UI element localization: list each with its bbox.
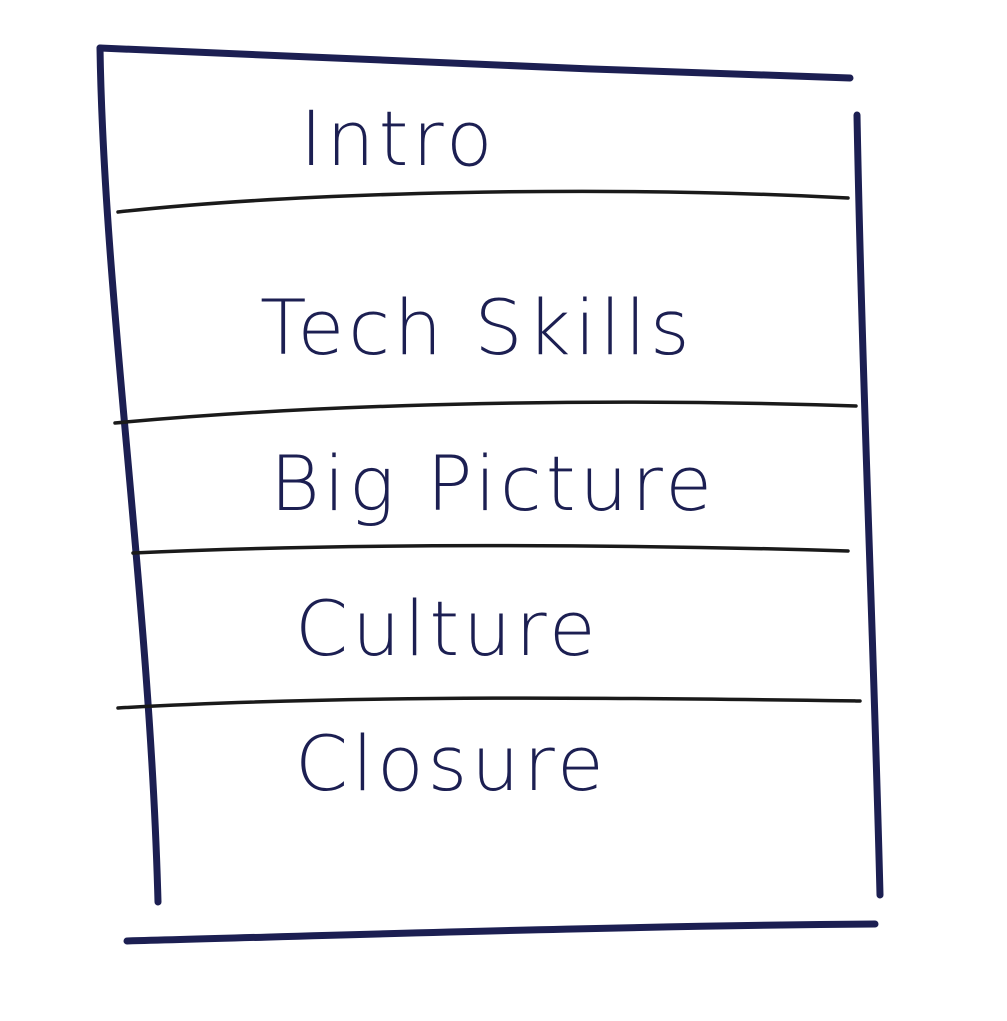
divider-2 — [113, 400, 858, 425]
outer-frame — [96, 44, 884, 945]
frame-left-edge — [96, 44, 162, 906]
section-dividers — [113, 189, 862, 710]
section-label-culture: Culture — [295, 584, 600, 673]
divider-4 — [116, 696, 862, 710]
divider-1 — [116, 189, 850, 214]
frame-bottom-edge — [123, 920, 879, 945]
section-label-tech-skills: Tech Skills — [260, 283, 694, 372]
divider-3 — [131, 543, 850, 555]
section-labels: Intro Tech Skills Big Picture Culture Cl… — [260, 94, 716, 808]
frame-top-edge — [96, 44, 854, 82]
frame-right-edge — [853, 111, 884, 899]
section-label-intro: Intro — [300, 94, 496, 183]
section-label-big-picture: Big Picture — [270, 439, 716, 528]
section-label-closure: Closure — [295, 719, 608, 808]
